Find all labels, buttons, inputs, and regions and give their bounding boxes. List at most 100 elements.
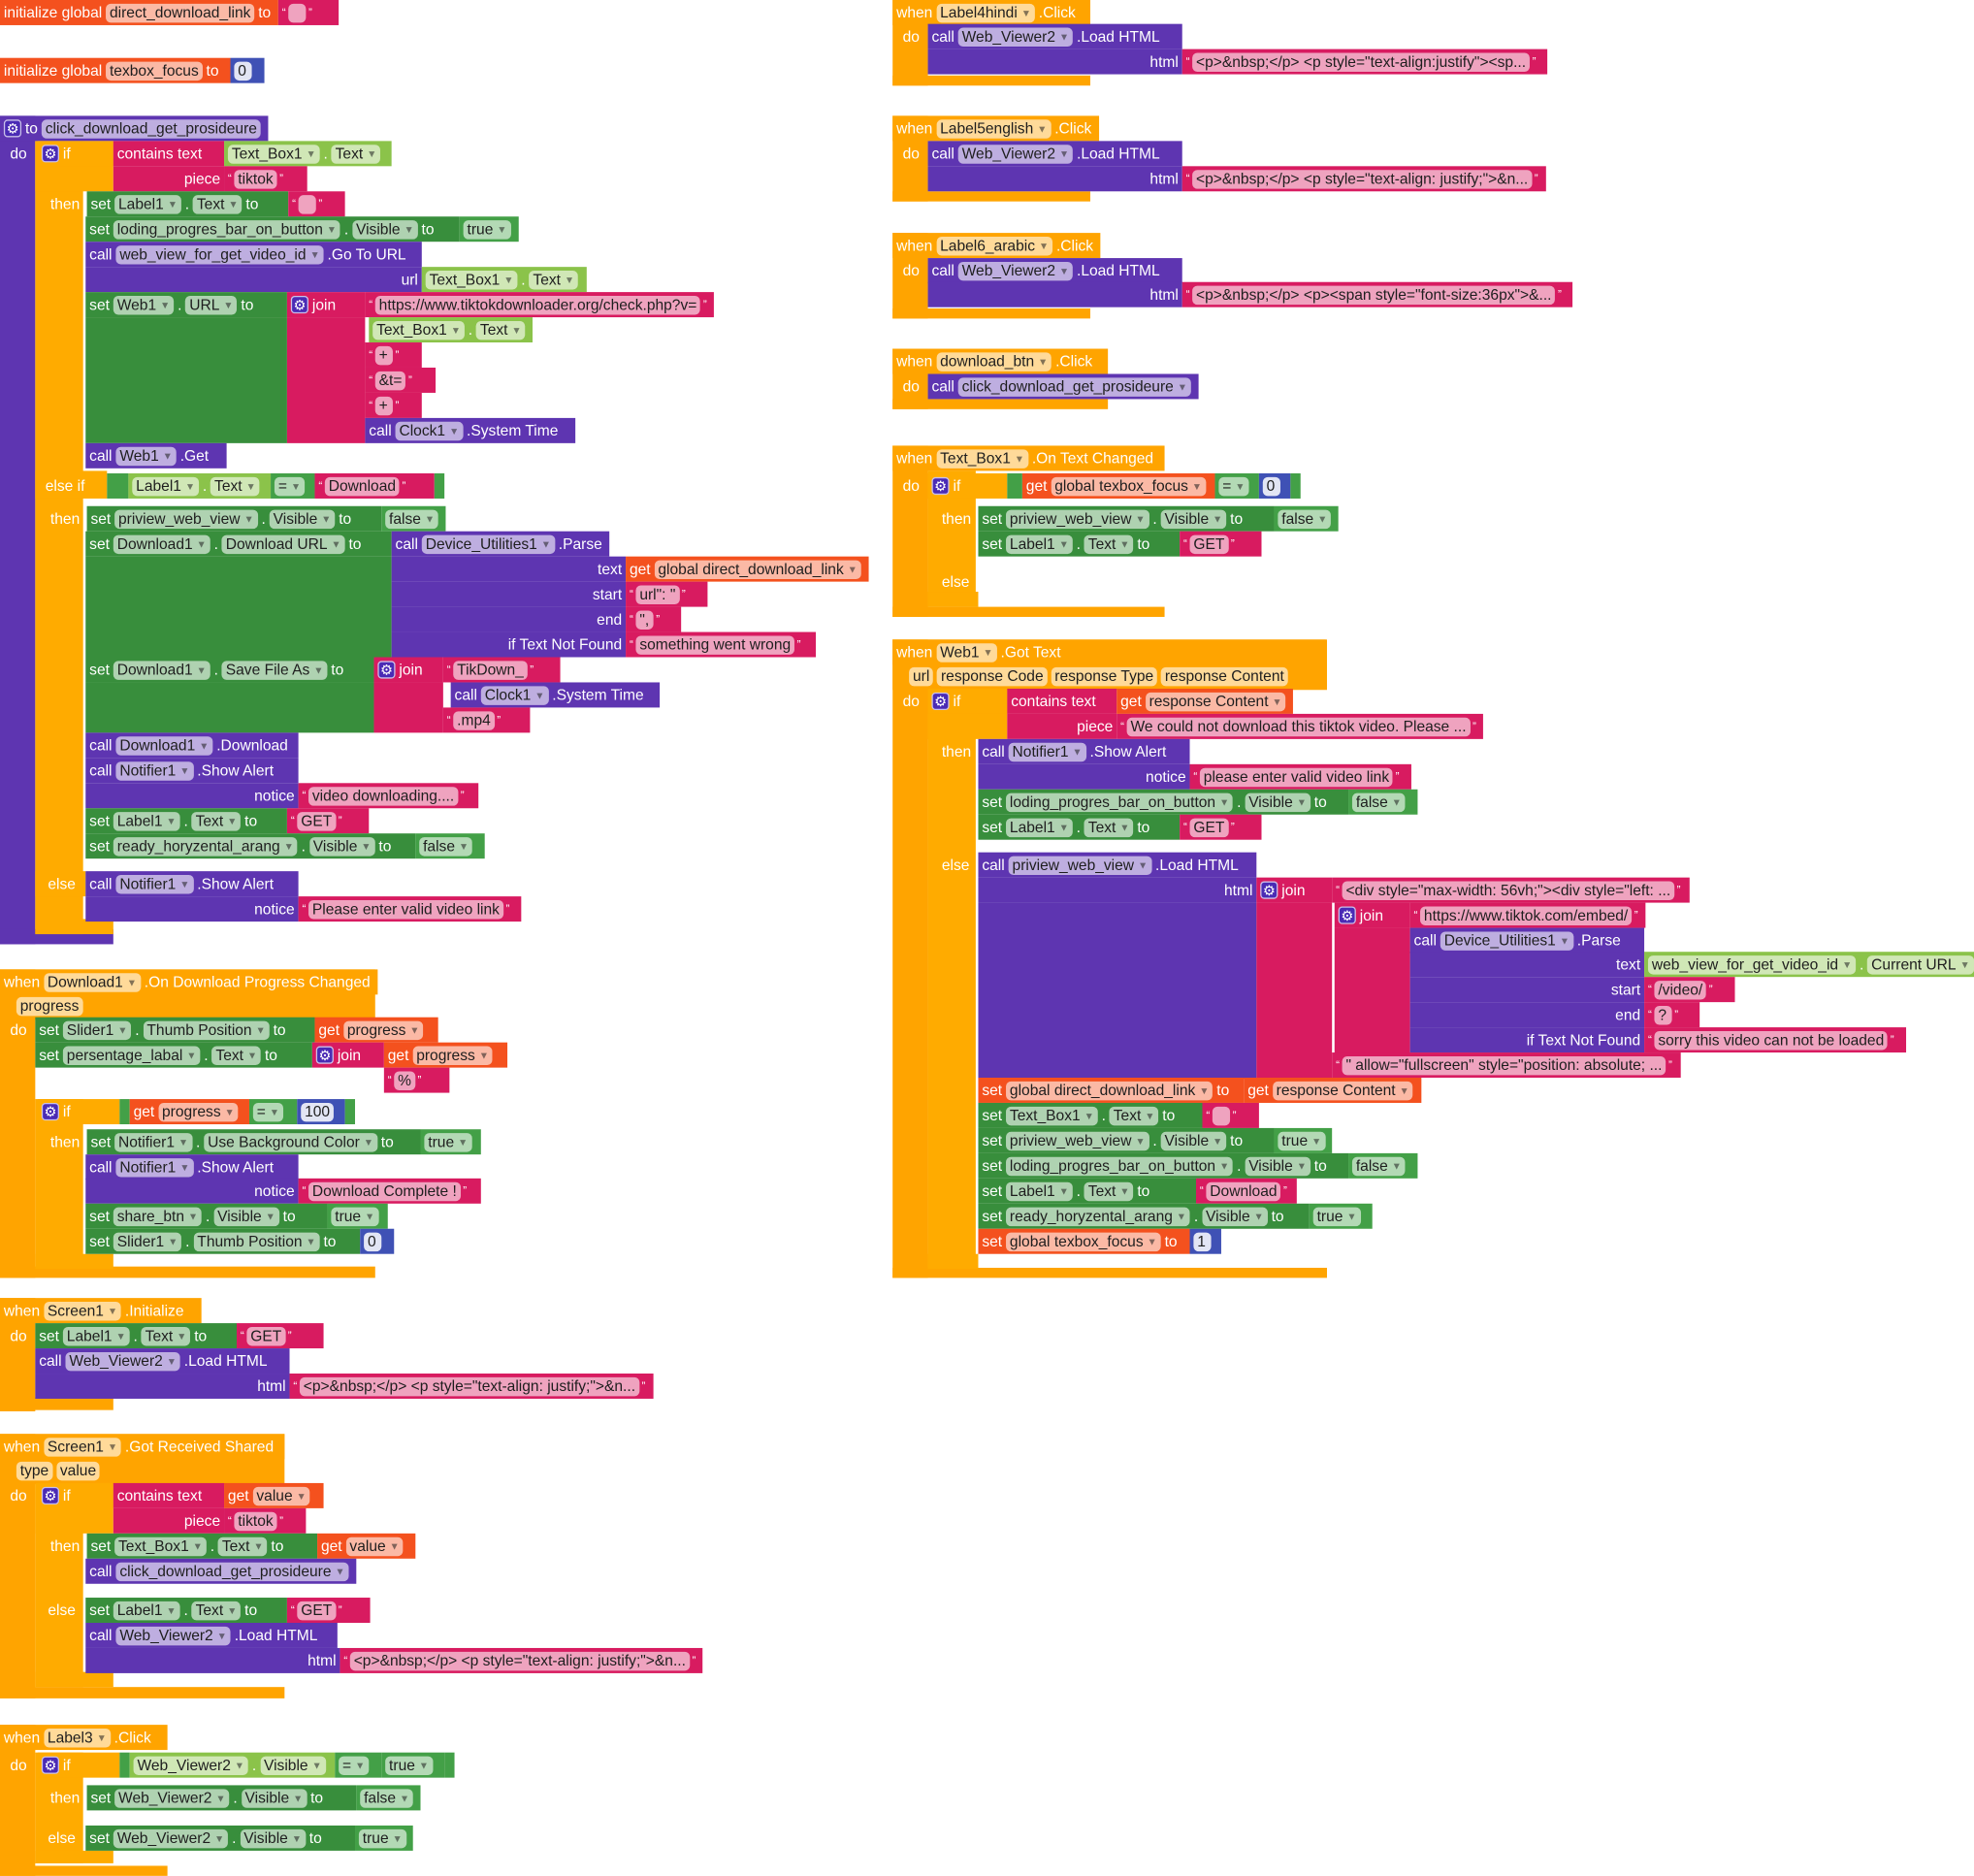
dropdown-field[interactable]: Download1▼ bbox=[113, 534, 210, 554]
dropdown-field[interactable]: false▼ bbox=[360, 1788, 414, 1808]
chevron-down-icon[interactable]: ▼ bbox=[255, 1023, 266, 1036]
text-literal[interactable]: tiktok bbox=[234, 169, 277, 189]
call-block[interactable]: notice bbox=[85, 896, 299, 922]
dropdown-field[interactable]: Visible▼ bbox=[269, 509, 336, 529]
dropdown-field[interactable]: false▼ bbox=[1278, 509, 1332, 529]
dropdown-field[interactable]: Web1▼ bbox=[115, 446, 177, 466]
call-block[interactable]: notice bbox=[978, 763, 1190, 790]
chevron-down-icon[interactable]: ▼ bbox=[1399, 1084, 1409, 1096]
txt-block[interactable]: “+” bbox=[365, 342, 422, 368]
dropdown-field[interactable]: true▼ bbox=[1278, 1131, 1326, 1150]
dropdown-field[interactable]: Text▼ bbox=[1084, 1181, 1134, 1201]
chevron-down-icon[interactable]: ▼ bbox=[1296, 1160, 1307, 1172]
dropdown-field[interactable]: Label1▼ bbox=[62, 1326, 130, 1345]
txt-block[interactable]: “<div style="max-width: 56vh;"><div styl… bbox=[1332, 877, 1690, 903]
get-block[interactable]: web_view_for_get_video_id▼.Current URL▼ bbox=[1644, 952, 1974, 978]
dropdown-field[interactable]: Clock1▼ bbox=[395, 421, 464, 440]
dropdown-field[interactable]: =▼ bbox=[252, 1102, 283, 1121]
dropdown-field[interactable]: Visible▼ bbox=[1245, 1156, 1311, 1176]
dropdown-field[interactable]: Text▼ bbox=[331, 144, 381, 164]
dropdown-field[interactable]: Visible▼ bbox=[1245, 792, 1311, 812]
dropdown-field[interactable]: true▼ bbox=[424, 1132, 472, 1151]
chevron-down-icon[interactable]: ▼ bbox=[1346, 1210, 1357, 1222]
chevron-down-icon[interactable]: ▼ bbox=[1296, 795, 1307, 808]
txt-block[interactable]: piece bbox=[113, 166, 225, 192]
txt-block[interactable]: “",” bbox=[626, 606, 682, 632]
chevron-down-icon[interactable]: ▼ bbox=[167, 198, 178, 210]
chevron-down-icon[interactable]: ▼ bbox=[223, 299, 234, 310]
text-literal[interactable]: GET bbox=[1189, 534, 1229, 554]
chevron-down-icon[interactable]: ▼ bbox=[321, 512, 332, 525]
txt-block[interactable]: “https://www.tiktok.com/embed/” bbox=[1409, 902, 1646, 928]
ctl-block[interactable]: ⚙if bbox=[37, 1752, 120, 1778]
call-block[interactable]: start bbox=[391, 581, 627, 607]
chevron-down-icon[interactable]: ▼ bbox=[166, 1604, 177, 1616]
chevron-down-icon[interactable]: ▼ bbox=[126, 976, 138, 988]
num-block[interactable]: 1 bbox=[1189, 1228, 1221, 1254]
txt-block[interactable]: “tiktok” bbox=[224, 1507, 307, 1534]
chevron-down-icon[interactable]: ▼ bbox=[478, 1049, 489, 1061]
dropdown-field[interactable]: true▼ bbox=[1312, 1207, 1361, 1226]
num-block[interactable]: 0 bbox=[360, 1228, 395, 1254]
dropdown-field[interactable]: Screen1▼ bbox=[44, 1437, 122, 1457]
dropdown-field[interactable]: Visible▼ bbox=[213, 1207, 279, 1226]
dropdown-field[interactable]: Text_Box1▼ bbox=[227, 144, 320, 164]
dropdown-field[interactable]: progress▼ bbox=[342, 1019, 424, 1040]
number-literal[interactable]: 0 bbox=[1262, 476, 1280, 496]
text-literal[interactable]: https://www.tiktok.com/embed/ bbox=[1420, 905, 1633, 925]
ctl-block[interactable]: ⚙if bbox=[37, 141, 113, 167]
log-block[interactable] bbox=[434, 473, 445, 499]
chevron-down-icon[interactable]: ▼ bbox=[199, 739, 210, 752]
chevron-down-icon[interactable]: ▼ bbox=[184, 480, 196, 492]
dropdown-field[interactable]: Notifier1▼ bbox=[115, 874, 194, 893]
dropdown-field[interactable]: Visible▼ bbox=[1160, 509, 1227, 529]
log-block[interactable]: true▼ bbox=[381, 1752, 445, 1778]
text-literal[interactable]: Download bbox=[1206, 1181, 1281, 1201]
chevron-down-icon[interactable]: ▼ bbox=[1959, 958, 1970, 971]
chevron-down-icon[interactable]: ▼ bbox=[269, 1106, 280, 1117]
ctl-block[interactable]: ⚙if bbox=[927, 473, 1008, 499]
chevron-down-icon[interactable]: ▼ bbox=[1213, 512, 1223, 525]
chevron-down-icon[interactable]: ▼ bbox=[497, 223, 507, 236]
txt-block[interactable]: “.mp4” bbox=[442, 707, 531, 733]
dropdown-field[interactable]: Text_Box1▼ bbox=[936, 448, 1028, 469]
dropdown-field[interactable]: false▼ bbox=[1351, 792, 1406, 812]
chevron-down-icon[interactable]: ▼ bbox=[117, 1023, 128, 1036]
text-literal[interactable]: <p>&nbsp;</p> <p><span style="font-size:… bbox=[1192, 284, 1556, 305]
txt-block[interactable]: “” bbox=[277, 0, 340, 25]
dropdown-field[interactable]: =▼ bbox=[1218, 476, 1249, 496]
chevron-down-icon[interactable]: ▼ bbox=[335, 1565, 345, 1577]
dropdown-field[interactable]: priview_web_view▼ bbox=[1006, 509, 1149, 529]
dropdown-field[interactable]: Label1▼ bbox=[114, 194, 181, 213]
dropdown-field[interactable]: Text▼ bbox=[191, 811, 242, 830]
get-block[interactable]: Label1▼.Text▼ bbox=[128, 473, 272, 499]
name-field[interactable]: texbox_focus bbox=[106, 60, 203, 81]
dropdown-field[interactable]: =▼ bbox=[339, 1755, 370, 1775]
dropdown-field[interactable]: true▼ bbox=[358, 1828, 406, 1848]
chevron-down-icon[interactable]: ▼ bbox=[1218, 795, 1230, 808]
call-block[interactable]: html bbox=[927, 49, 1182, 75]
dropdown-field[interactable]: Save File As▼ bbox=[221, 660, 328, 680]
chevron-down-icon[interactable]: ▼ bbox=[1137, 858, 1149, 871]
parameter-chip[interactable]: response Type bbox=[1051, 666, 1158, 686]
txt-block[interactable]: ⚙join bbox=[1334, 902, 1410, 928]
dropdown-field[interactable]: Notifier1▼ bbox=[115, 760, 194, 781]
dropdown-field[interactable]: Download URL▼ bbox=[221, 534, 345, 554]
dropdown-field[interactable]: Text_Box1▼ bbox=[1006, 1106, 1098, 1125]
txt-block[interactable]: “Please enter valid video link” bbox=[298, 896, 522, 922]
text-literal[interactable]: video downloading.... bbox=[307, 786, 459, 806]
log-block[interactable]: true▼ bbox=[327, 1203, 388, 1229]
